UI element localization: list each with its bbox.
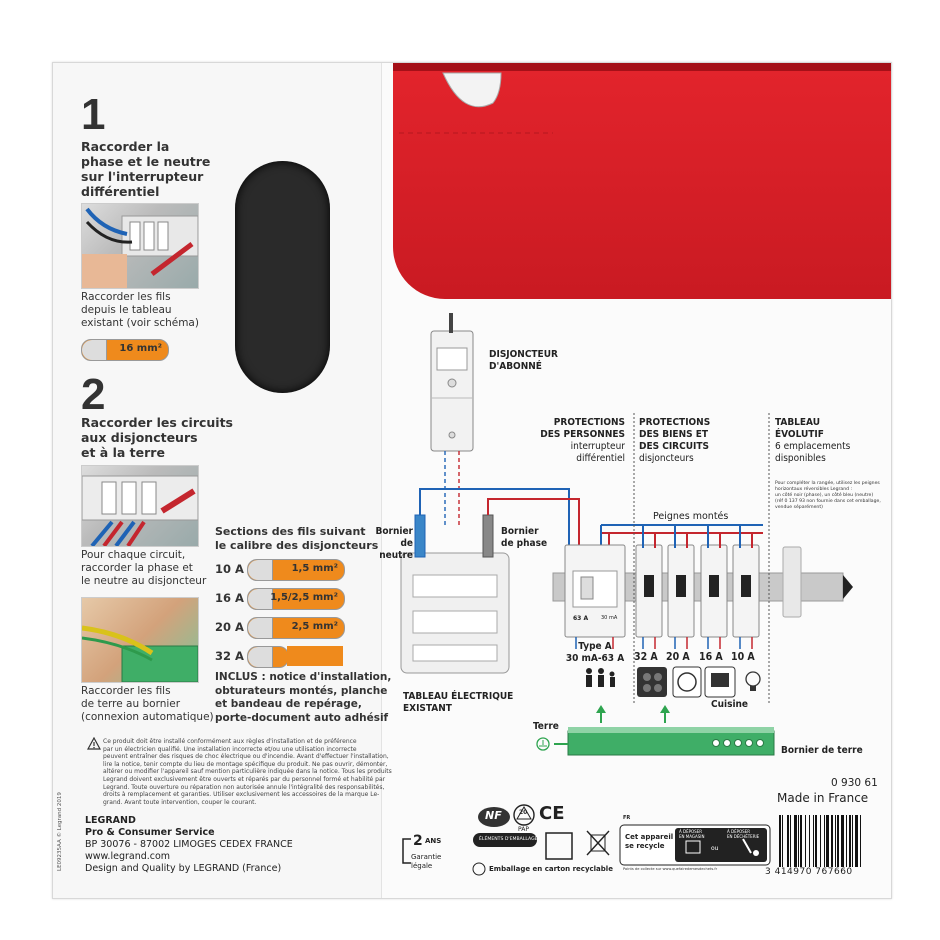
- made-in-france: Made in France: [777, 791, 869, 805]
- barcode-bar: [823, 815, 825, 867]
- label-bornier-terre: Bornier de terre: [781, 745, 863, 756]
- breaker-rating: 32 A: [634, 651, 658, 663]
- step1-photo: [81, 203, 199, 289]
- elements-emballage: ÉLÉMENTS D'EMBALLAGE: [479, 837, 538, 842]
- section-wire-extension: [287, 646, 343, 666]
- barcode-bar: [830, 815, 833, 867]
- barcode-bar: [812, 815, 814, 867]
- ce-mark: CE: [539, 803, 565, 824]
- section-wire: [247, 646, 289, 668]
- barcode-bar: [820, 815, 822, 867]
- barcode-bar: [848, 815, 851, 867]
- step2-number: 2: [81, 370, 106, 419]
- section-amp: 10 A: [215, 562, 244, 576]
- step2-caption-a: Pour chaque circuit,raccorder la phase e…: [81, 549, 207, 587]
- step2-photo-b: [81, 597, 199, 683]
- barcode-bar: [837, 815, 840, 867]
- breaker-rating: 20 A: [666, 651, 690, 663]
- company-info: LEGRAND Pro & Consumer Service BP 30076 …: [85, 815, 293, 874]
- barcode-bar: [782, 815, 784, 867]
- id-sensitivity: 30 mA: [601, 615, 618, 621]
- evolutif-note: Pour compléter la rangée, utilisez les p…: [775, 481, 881, 510]
- label-peignes: Peignes montés: [653, 511, 729, 522]
- section-wire: 2,5 mm²: [247, 617, 345, 639]
- step2-photo-a: [81, 465, 199, 547]
- barcode-bar: [859, 815, 861, 867]
- barcode-bar: [800, 815, 803, 867]
- emballage-recyclable: Emballage en carton recyclable: [489, 865, 613, 873]
- warning-triangle-icon: [87, 737, 101, 750]
- section-wire: 1,5/2,5 mm²: [247, 588, 345, 610]
- safety-warning: Ce produit doit être installé conforméme…: [103, 738, 392, 806]
- barcode-bar: [840, 815, 844, 867]
- barcode: [779, 815, 887, 867]
- breaker-handle: [709, 575, 719, 597]
- section-amp: 16 A: [215, 591, 244, 605]
- label-terre: Terre: [533, 721, 559, 732]
- step1-number: 1: [81, 90, 106, 139]
- barcode-bar: [804, 815, 806, 867]
- breaker-rating: 16 A: [699, 651, 723, 663]
- breaker-handle: [676, 575, 686, 597]
- barcode-bar: [790, 815, 792, 867]
- barcode-number: 3 414970 767660: [765, 867, 853, 877]
- ou-label: ou: [711, 845, 719, 852]
- barcode-bar: [852, 815, 853, 867]
- hanging-slot: [235, 161, 330, 393]
- inclus-text: INCLUS : notice d'installation,obturateu…: [215, 671, 392, 724]
- step1-wire-gauge: 16 mm²: [81, 339, 169, 361]
- barcode-bar: [779, 815, 781, 867]
- barcode-bar: [855, 815, 859, 867]
- barcode-bar: [786, 815, 789, 867]
- label-cuisine: Cuisine: [711, 699, 749, 710]
- red-flap-edge: [393, 63, 891, 71]
- breaker-handle: [741, 575, 751, 597]
- pap-number: 20: [519, 809, 528, 816]
- barcode-bar: [793, 815, 797, 867]
- barcode-bar: [815, 815, 817, 867]
- nf-logo: NF: [485, 809, 502, 822]
- barcode-bar: [798, 815, 799, 867]
- pap-label: PAP: [518, 826, 529, 833]
- section-wire: 1,5 mm²: [247, 559, 345, 581]
- wiring-diagram: [400, 313, 853, 756]
- breaker-handle: [644, 575, 654, 597]
- section-amp: 32 A: [215, 649, 244, 663]
- barcode-bar: [846, 815, 848, 867]
- id-rating: 63 A: [573, 615, 589, 622]
- points-collecte: Points de collecte sur www.quefairedemes…: [623, 867, 718, 871]
- barcode-bar: [826, 815, 830, 867]
- product-reference: 0 930 61: [831, 777, 878, 789]
- section-amp: 20 A: [215, 620, 244, 634]
- fr-label: FR: [623, 815, 631, 821]
- barcode-bar: [835, 815, 836, 867]
- garantie-number: 2: [413, 833, 423, 849]
- garantie-ans: ANS: [425, 837, 442, 845]
- breaker-rating: 10 A: [731, 651, 755, 663]
- barcode-bar: [809, 815, 811, 867]
